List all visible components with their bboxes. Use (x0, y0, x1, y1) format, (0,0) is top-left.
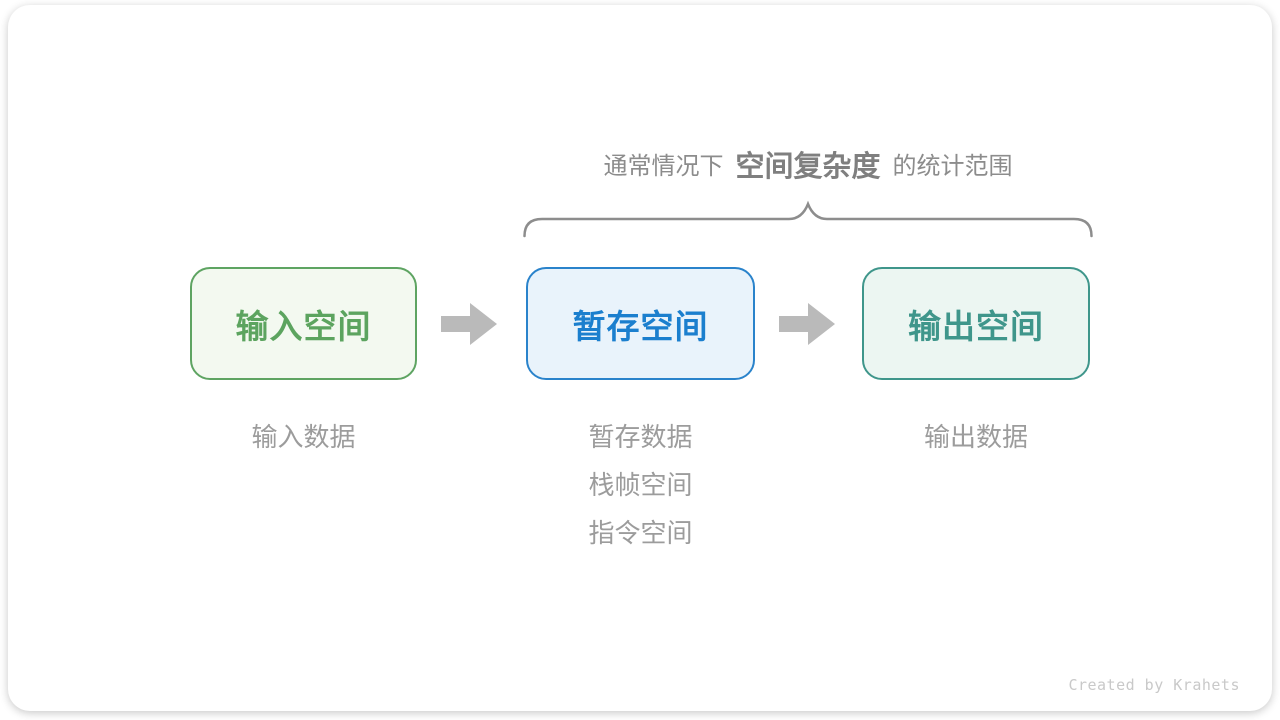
arrow-right-icon (441, 303, 497, 345)
annotations-temp-space: 暂存数据 栈帧空间 指令空间 (526, 413, 755, 557)
caption-suffix: 的统计范围 (892, 153, 1013, 180)
arrow-right-icon (779, 303, 835, 345)
annotation-item: 输入数据 (251, 422, 356, 452)
node-temp-space: 暂存空间 (526, 267, 755, 380)
node-output-space: 输出空间 (862, 267, 1090, 380)
node-input-space: 输入空间 (190, 267, 417, 380)
node-temp-space-label: 暂存空间 (572, 307, 709, 345)
annotation-item: 栈帧空间 (588, 470, 693, 500)
node-output-space-label: 输出空间 (908, 307, 1044, 345)
annotations-output-space: 输出数据 (862, 413, 1090, 461)
annotations-input-space: 输入数据 (190, 413, 417, 461)
curly-brace-icon (523, 200, 1093, 238)
node-input-space-label: 输入空间 (235, 307, 372, 345)
caption-prefix: 通常情况下 (603, 153, 724, 180)
scope-caption: 通常情况下空间复杂度的统计范围 (523, 148, 1093, 186)
annotation-item: 指令空间 (588, 518, 693, 548)
annotation-item: 暂存数据 (588, 422, 693, 452)
credit-text: Created by Krahets (1068, 676, 1240, 694)
caption-highlight: 空间复杂度 (735, 151, 881, 183)
annotation-item: 输出数据 (923, 422, 1028, 452)
